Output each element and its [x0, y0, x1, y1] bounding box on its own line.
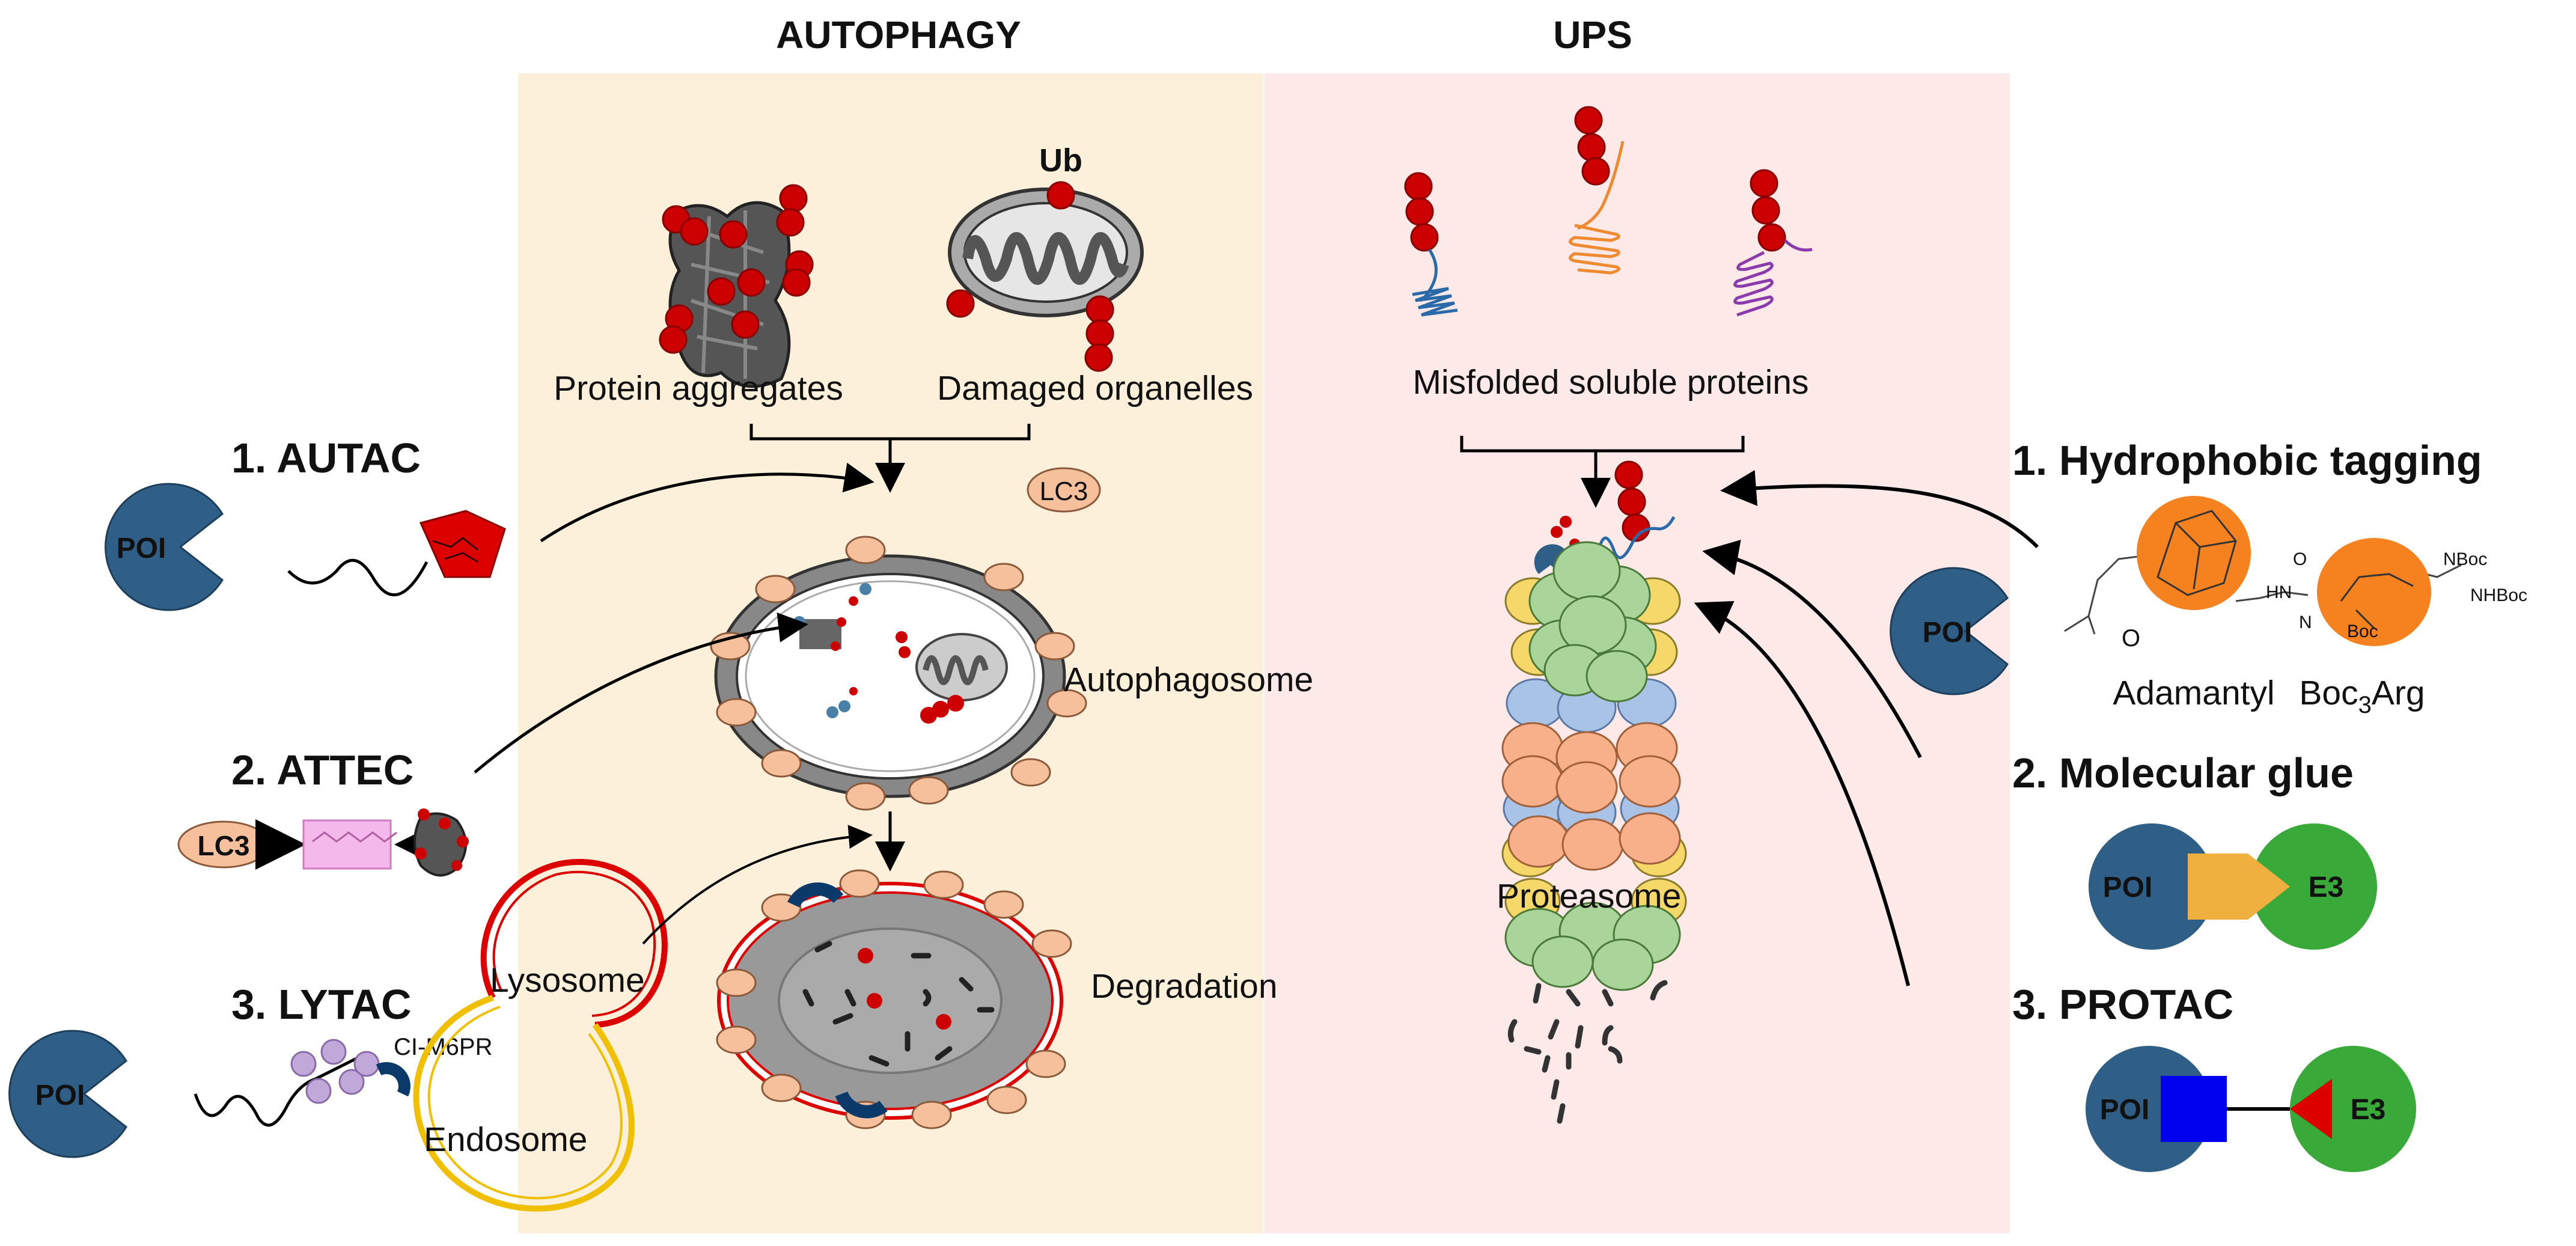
- degradation-label: Degradation: [1091, 967, 1278, 1006]
- endosome-label: Endosome: [424, 1120, 588, 1159]
- lytac-glycan-icon: [290, 1039, 380, 1104]
- autac-tag-icon: [419, 510, 506, 578]
- autac-poi-icon: POI: [105, 483, 224, 611]
- attec-arrow: [474, 612, 808, 774]
- protac-arrow: [1694, 601, 1910, 986]
- protac-title: 3. PROTAC: [2012, 981, 2233, 1028]
- protein-aggregates-label: Protein aggregates: [554, 369, 843, 408]
- misfolded-proteins-label: Misfolded soluble proteins: [1412, 363, 1808, 402]
- ups-bracket: [1460, 436, 1745, 453]
- lc3-tag: LC3: [1027, 467, 1101, 513]
- damaged-mitochondrion-icon: [946, 181, 1144, 372]
- attec-title: 2. ATTEC: [231, 747, 414, 793]
- svg-text:POI: POI: [1923, 617, 1973, 649]
- glue-e3-label: E3: [2309, 872, 2344, 903]
- lytac-linker: [194, 1053, 365, 1127]
- glue-arrow: [1702, 540, 1922, 759]
- glue-poi-label: POI: [2103, 872, 2153, 903]
- nhboc-label: NHBoc: [2470, 585, 2527, 605]
- attec-compound-icon: [302, 819, 397, 870]
- protein-aggregate-icon: [659, 184, 814, 388]
- autolysosome-icon: [716, 869, 1072, 1129]
- attec-aggregate-icon: [414, 808, 469, 877]
- autac-linker: [287, 558, 429, 596]
- autac-title: 1. AUTAC: [231, 435, 421, 481]
- autac-arrow: [540, 462, 874, 543]
- hydrophobic-tagging-title: 1. Hydrophobic tagging: [2012, 437, 2482, 484]
- misfolded-protein-blue-icon: [1404, 172, 1458, 317]
- boc3arg-icon: [2317, 538, 2431, 646]
- misfolded-protein-purple-icon: [1733, 169, 1813, 317]
- lytac-title: 3. LYTAC: [231, 981, 412, 1028]
- molecular-glue-title: 2. Molecular glue: [2012, 750, 2354, 796]
- proteasome-label: Proteasome: [1497, 877, 1681, 915]
- svg-text:LC3: LC3: [198, 830, 250, 861]
- adamantyl-label: Adamantyl: [2113, 674, 2274, 712]
- molecular-glue-icon: [2089, 823, 2377, 950]
- lysosome-icon: [480, 859, 668, 1028]
- peptide-fragments-icon: [1507, 980, 1668, 1124]
- protac-icon: [2086, 1046, 2416, 1172]
- protac-e3-label: E3: [2351, 1094, 2386, 1126]
- autophagy-header: AUTOPHAGY: [776, 13, 1021, 56]
- damaged-organelles-label: Damaged organelles: [937, 369, 1253, 408]
- o-label-2: O: [2293, 549, 2307, 569]
- proteasome-icon: [1501, 541, 1687, 991]
- ups-header: UPS: [1553, 13, 1632, 56]
- lytac-arrow: [642, 825, 873, 945]
- carbonyl-o-label: O: [2122, 625, 2140, 652]
- adamantyl-icon: [2137, 496, 2251, 610]
- hydrophobic-arrow: [1720, 469, 2039, 549]
- boc3arg-label: Boc3Arg: [2299, 674, 2425, 718]
- ci-m6pr-receptor-icon: [376, 1062, 411, 1097]
- svg-text:POI: POI: [117, 533, 166, 564]
- hn-label: HN: [2266, 582, 2292, 602]
- ci-m6pr-label: CI-M6PR: [394, 1034, 492, 1060]
- ub-label: Ub: [1039, 142, 1082, 179]
- lytac-poi-icon: POI: [8, 1030, 127, 1158]
- n-label: N: [2299, 612, 2312, 632]
- lysosome-label: Lysosome: [490, 961, 645, 1000]
- autophagosome-label: Autophagosome: [1064, 661, 1313, 699]
- svg-text:POI: POI: [35, 1080, 85, 1111]
- attec-lc3-icon: LC3: [177, 820, 270, 869]
- protac-poi-label: POI: [2100, 1094, 2150, 1126]
- misfolded-protein-orange-icon: [1569, 106, 1625, 275]
- boc-label: Boc: [2347, 621, 2378, 641]
- nboc-label: NBoc: [2443, 549, 2487, 569]
- hydrophobic-poi-icon: POI: [1890, 567, 2009, 695]
- endosome-icon: [413, 995, 635, 1212]
- svg-text:LC3: LC3: [1040, 477, 1088, 506]
